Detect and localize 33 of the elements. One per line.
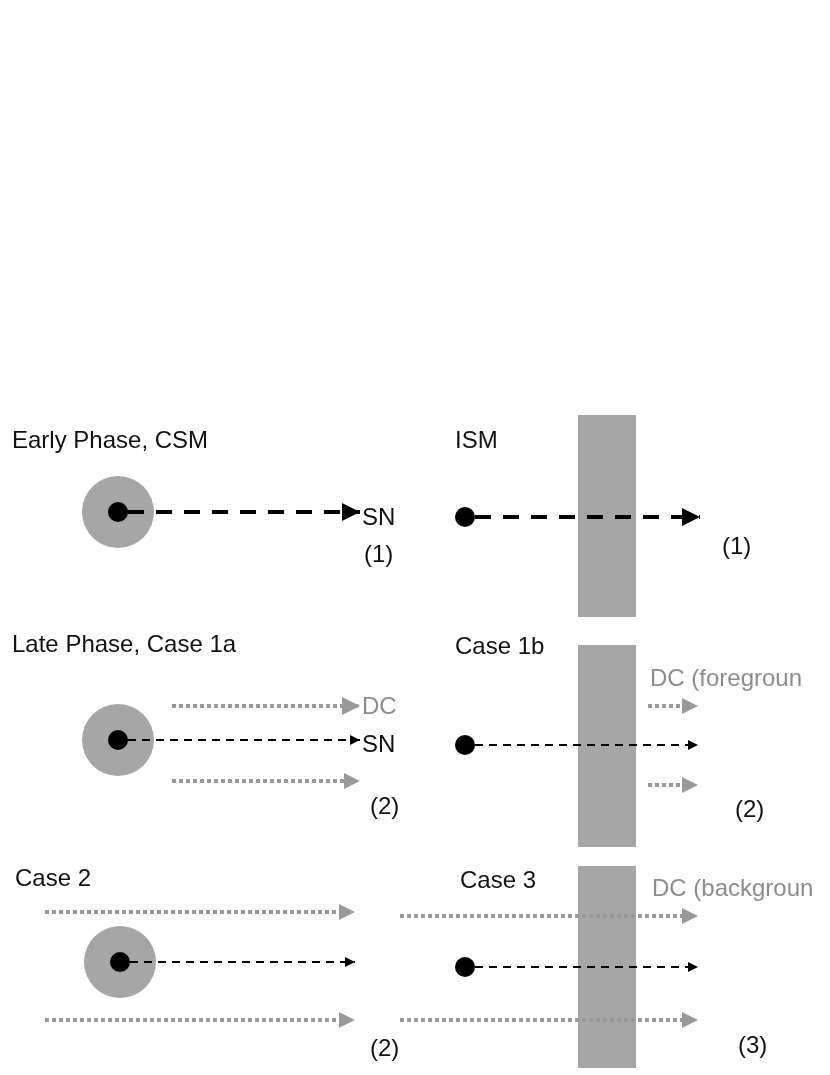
- text-label: SN: [362, 503, 396, 531]
- callout-number: (1): [722, 532, 752, 560]
- dot-marker: [455, 735, 475, 755]
- slab-rectangle: [578, 866, 636, 1068]
- text-label: DC: [362, 692, 397, 720]
- callout-number: (3): [738, 1031, 768, 1059]
- dot-marker: [108, 730, 128, 750]
- dot-marker: [108, 502, 128, 522]
- dot-marker: [455, 957, 475, 977]
- text-label: DC (foregroun: [650, 664, 803, 692]
- heading: Early Phase, CSM: [12, 426, 209, 454]
- heading: Case 3: [460, 866, 537, 894]
- arrow: [128, 503, 360, 521]
- dot-marker: [455, 507, 475, 527]
- callout-number: (2): [735, 795, 765, 823]
- heading: Late Phase, Case 1a: [12, 630, 237, 658]
- arrow: [172, 697, 360, 715]
- text-label: SN: [362, 730, 396, 758]
- arrow: [474, 962, 699, 972]
- heading: ISM: [455, 426, 498, 454]
- dot-marker: [110, 952, 130, 972]
- callout-number: (1): [364, 540, 394, 568]
- callout-number: (2): [370, 1034, 400, 1062]
- arrow: [475, 508, 700, 526]
- slab-rectangle: [578, 645, 636, 847]
- text-label: DC (backgroun: [652, 874, 814, 902]
- callout-number: (2): [370, 792, 400, 820]
- heading: Case 1b: [455, 632, 545, 660]
- arrow: [474, 740, 699, 750]
- slab-rectangle: [578, 415, 636, 617]
- heading: Case 2: [15, 864, 92, 892]
- arrow: [129, 957, 356, 967]
- arrow: [127, 735, 361, 745]
